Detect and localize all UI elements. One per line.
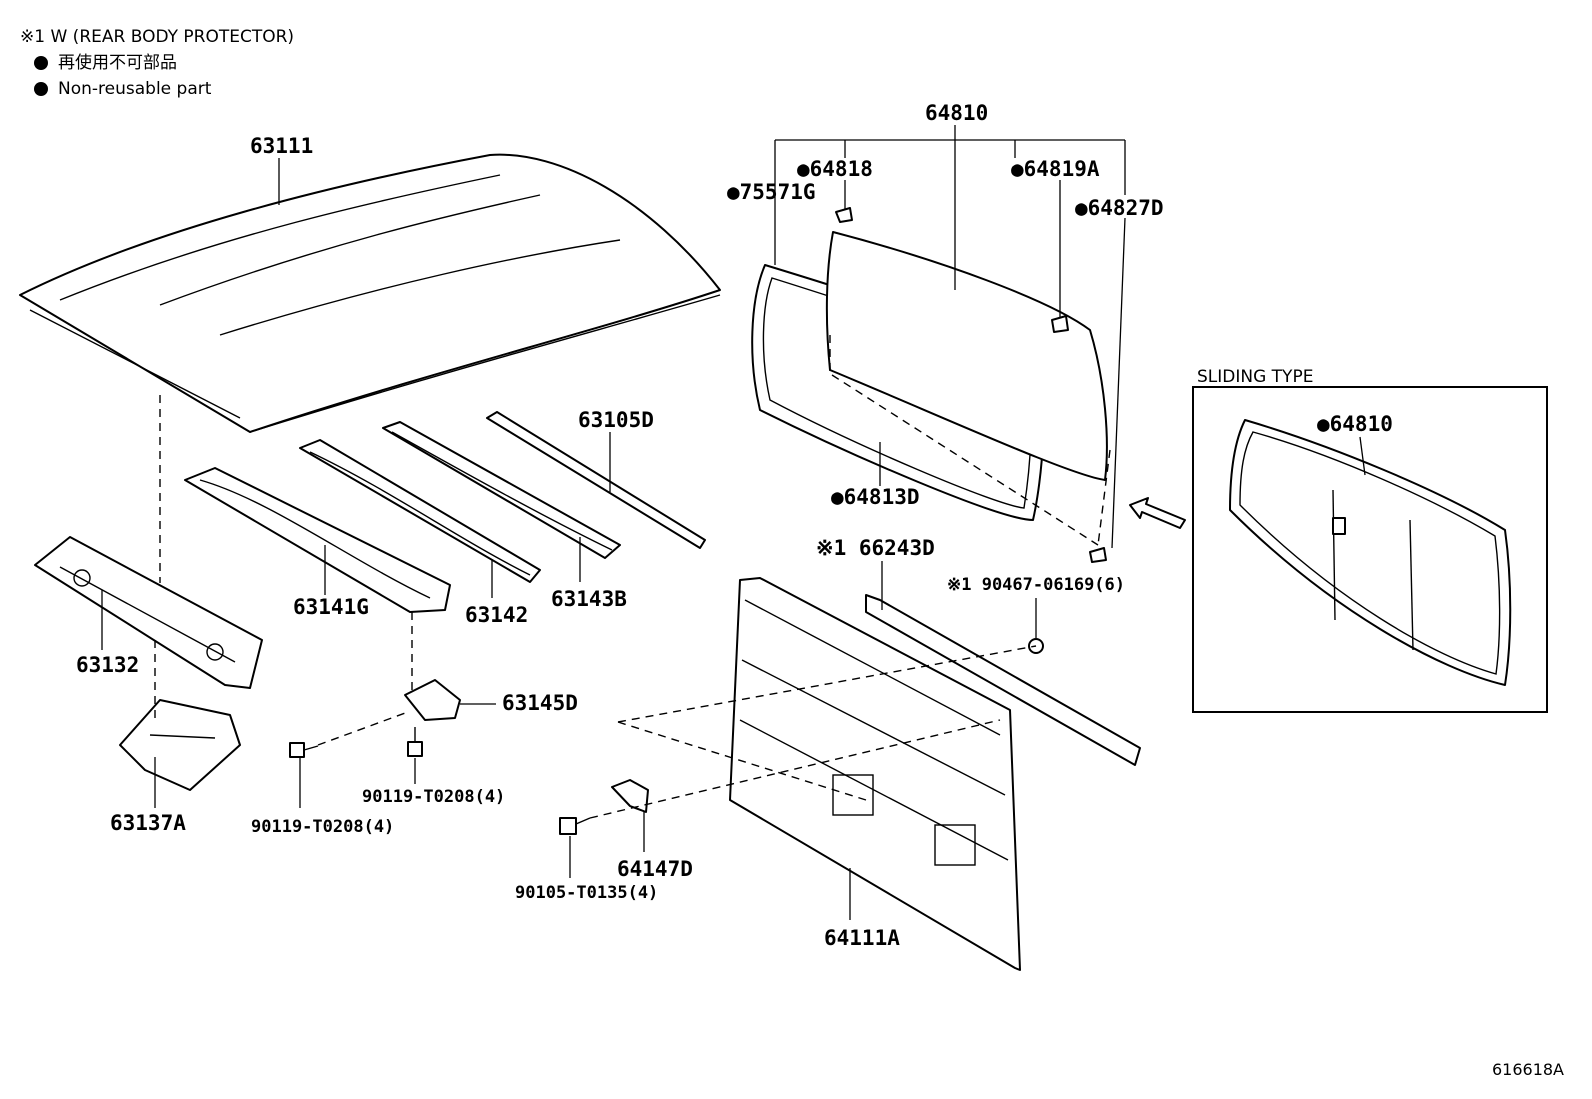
bullet-dot-icon: [34, 82, 48, 96]
label-63141G: 63141G: [293, 595, 369, 619]
bolt-90119-left: [289, 742, 319, 758]
label-90467: ※1 90467-06169(6): [947, 575, 1125, 595]
bracket-63145D: [404, 679, 461, 721]
dashed-guides: [154, 335, 1111, 819]
back-panel-64111A: [729, 577, 1021, 971]
label-90119-mid: 90119-T0208(4): [362, 787, 505, 807]
non-reusable-en: Non-reusable part: [58, 79, 212, 99]
clip-64819A: [1051, 315, 1069, 333]
legend-note-row: ※1 W (REAR BODY PROTECTOR): [20, 24, 294, 50]
label-63142: 63142: [465, 603, 528, 627]
back-window-glass: [825, 231, 1108, 481]
clip-64818: [835, 207, 853, 223]
protector-rail-66243D: [865, 594, 1141, 766]
legend-dot-row-en: Non-reusable part: [20, 76, 294, 102]
non-reusable-jp: 再使用不可部品: [58, 53, 177, 73]
roof-bow-63143B: [382, 421, 621, 559]
label-63132: 63132: [76, 653, 139, 677]
bracket-64147D: [611, 779, 649, 813]
roof-bow-63142: [299, 439, 541, 583]
label-sliding-64810: ●64810: [1317, 412, 1393, 436]
label-64111A: 64111A: [824, 926, 900, 950]
label-64827D: ●64827D: [1075, 196, 1164, 220]
bolt-90119-mid: [407, 727, 423, 757]
direction-arrow-icon: [1129, 497, 1186, 529]
legend: ※1 W (REAR BODY PROTECTOR) 再使用不可部品 Non-r…: [20, 24, 294, 102]
label-63137A: 63137A: [110, 811, 186, 835]
sliding-type-title: SLIDING TYPE: [1197, 367, 1313, 387]
label-63105D: 63105D: [578, 408, 654, 432]
roof-header-63132: [34, 536, 263, 689]
label-63111: 63111: [250, 134, 313, 158]
leader-lines: [101, 125, 1366, 920]
clip-64827D: [1089, 547, 1107, 563]
label-75571G: ●75571G: [727, 180, 816, 204]
sliding-type-inset: [1192, 386, 1548, 713]
label-64147D: 64147D: [617, 857, 693, 881]
label-90105: 90105-T0135(4): [515, 883, 658, 903]
label-64810: 64810: [925, 101, 988, 125]
label-64813D: ●64813D: [831, 485, 920, 509]
label-64819A: ●64819A: [1011, 157, 1100, 181]
note-mark: ※1: [20, 27, 46, 47]
bullet-dot-icon: [34, 56, 48, 70]
bolt-90105: [559, 817, 591, 835]
label-90119-left: 90119-T0208(4): [251, 817, 394, 837]
label-63145D: 63145D: [502, 691, 578, 715]
note-text: W (REAR BODY PROTECTOR): [50, 27, 295, 47]
label-63143B: 63143B: [551, 587, 627, 611]
reference-code: 616618A: [1491, 1060, 1564, 1079]
legend-dot-row-jp: 再使用不可部品: [20, 50, 294, 76]
roof-bow-63105D: [486, 411, 706, 549]
roof-bow-63141G: [184, 467, 451, 613]
label-64818: ●64818: [797, 157, 873, 181]
label-66243D: ※1 66243D: [816, 536, 935, 560]
roof-panel: [19, 153, 721, 433]
bracket-63137A: [119, 699, 241, 791]
